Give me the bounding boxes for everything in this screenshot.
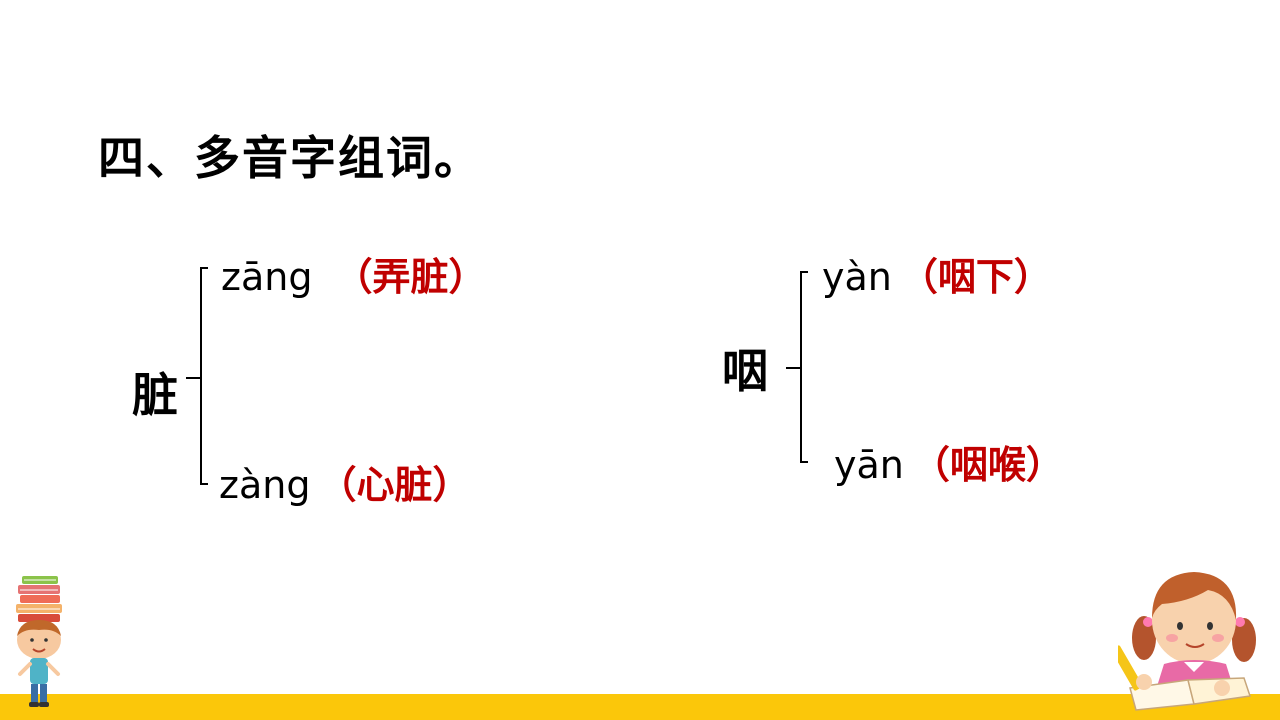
bracket-zang [200,267,208,485]
polyphone-char-yan: 咽 [722,344,768,398]
word-zang-1: （弄脏） [334,255,487,299]
polyphone-char-zang: 脏 [132,368,178,422]
reading-yan-2: yān（咽喉） [834,446,1064,484]
boy-with-books-icon [16,576,62,707]
reading-zang-2: zàng（心脏） [219,466,470,504]
pinyin-zang-1: zāng [221,255,313,299]
reading-zang-1: zāng （弄脏） [221,258,486,296]
pinyin-yan-2: yān [834,443,904,487]
pinyin-zang-2: zàng [219,463,311,507]
girl-writing-icon [1118,572,1256,711]
pinyin-yan-1: yàn [822,255,892,299]
word-yan-1: （咽下） [899,255,1052,299]
footer-bar [0,694,1280,720]
reading-yan-1: yàn（咽下） [822,258,1052,296]
word-yan-2: （咽喉） [911,443,1064,487]
word-zang-2: （心脏） [318,463,471,507]
page-title: 四、多音字组词。 [98,131,482,185]
bracket-yan [800,271,808,463]
